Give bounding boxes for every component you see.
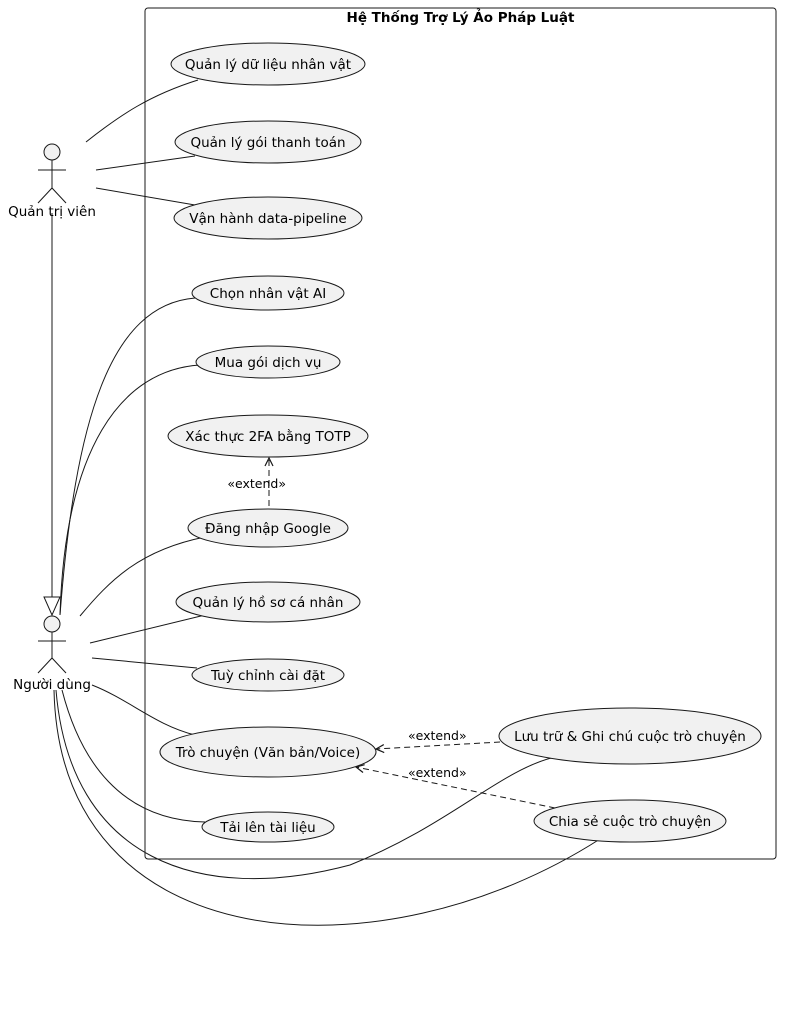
assoc-admin-manage-character-data [85, 79, 199, 143]
extend-label-totp: «extend» [227, 476, 286, 491]
assoc-user-upload-document [61, 689, 206, 823]
usecase-label: Mua gói dịch vụ [215, 355, 322, 371]
actor-admin: Quản trị viên [8, 143, 96, 220]
usecase-manage-profile: Quản lý hồ sơ cá nhân [175, 581, 361, 623]
usecase-manage-character-data: Quản lý dữ liệu nhân vật [170, 42, 366, 86]
extend-archive-chat [376, 741, 501, 749]
assoc-admin-manage-payment-plans [95, 155, 196, 171]
usecase-manage-payment-plans: Quản lý gói thanh toán [174, 120, 362, 164]
extend-relations: «extend» «extend» «extend» [227, 458, 556, 809]
assoc-user-buy-service-plan [59, 364, 201, 616]
usecase-customize-settings: Tuỳ chỉnh cài đặt [191, 658, 345, 692]
usecase-label: Tuỳ chỉnh cài đặt [210, 668, 325, 684]
extend-label-share: «extend» [408, 765, 467, 780]
usecase-archive-notes: Lưu trữ & Ghi chú cuộc trò chuyện [498, 707, 762, 765]
assoc-user-archive-notes [55, 689, 556, 880]
actor-user: Người dùng [13, 615, 91, 693]
assoc-user-chat [91, 684, 196, 736]
usecase-choose-ai-character: Chọn nhân vật AI [191, 275, 345, 311]
assoc-user-customize-settings [91, 657, 198, 669]
usecase-google-login: Đăng nhập Google [187, 508, 349, 548]
usecase-label: Chọn nhân vật AI [210, 286, 326, 302]
usecase-label: Quản lý hồ sơ cá nhân [193, 594, 344, 611]
usecase-chat: Trò chuyện (Văn bản/Voice) [159, 726, 377, 778]
usecase-label: Chia sẻ cuộc trò chuyện [549, 814, 711, 830]
generalization-user-admin [43, 213, 61, 617]
usecase-label: Quản lý dữ liệu nhân vật [185, 57, 351, 73]
system-boundary: Hệ Thống Trợ Lý Ảo Pháp Luật [144, 7, 777, 860]
usecase-label: Vận hành data-pipeline [189, 211, 346, 227]
usecase-label: Đăng nhập Google [205, 521, 331, 537]
usecase-label: Lưu trữ & Ghi chú cuộc trò chuyện [514, 729, 746, 745]
usecase-totp-2fa: Xác thực 2FA bằng TOTP [167, 414, 369, 458]
assoc-user-google-login [79, 536, 206, 617]
usecase-buy-service-plan: Mua gói dịch vụ [195, 345, 341, 379]
usecase-share-chat: Chia sẻ cuộc trò chuyện [533, 799, 727, 843]
assoc-user-choose-ai-character [59, 297, 196, 616]
usecase-label: Trò chuyện (Văn bản/Voice) [175, 745, 361, 761]
associations [53, 79, 601, 926]
actor-user-label: Người dùng [13, 677, 91, 693]
extend-share-chat [356, 767, 556, 809]
usecase-label: Xác thực 2FA bằng TOTP [185, 428, 351, 445]
usecase-label: Quản lý gói thanh toán [190, 135, 345, 151]
usecase-upload-document: Tải lên tài liệu [201, 811, 335, 843]
use-cases: Quản lý dữ liệu nhân vật Quản lý gói tha… [159, 42, 762, 843]
actor-admin-label: Quản trị viên [8, 204, 96, 220]
assoc-user-manage-profile [89, 614, 206, 644]
assoc-user-share-chat [53, 689, 601, 926]
assoc-admin-operate-data-pipeline [95, 187, 196, 206]
usecase-operate-data-pipeline: Vận hành data-pipeline [173, 196, 363, 240]
extend-label-archive: «extend» [408, 728, 467, 743]
usecase-label: Tải lên tài liệu [219, 820, 315, 836]
system-title: Hệ Thống Trợ Lý Ảo Pháp Luật [347, 7, 575, 26]
